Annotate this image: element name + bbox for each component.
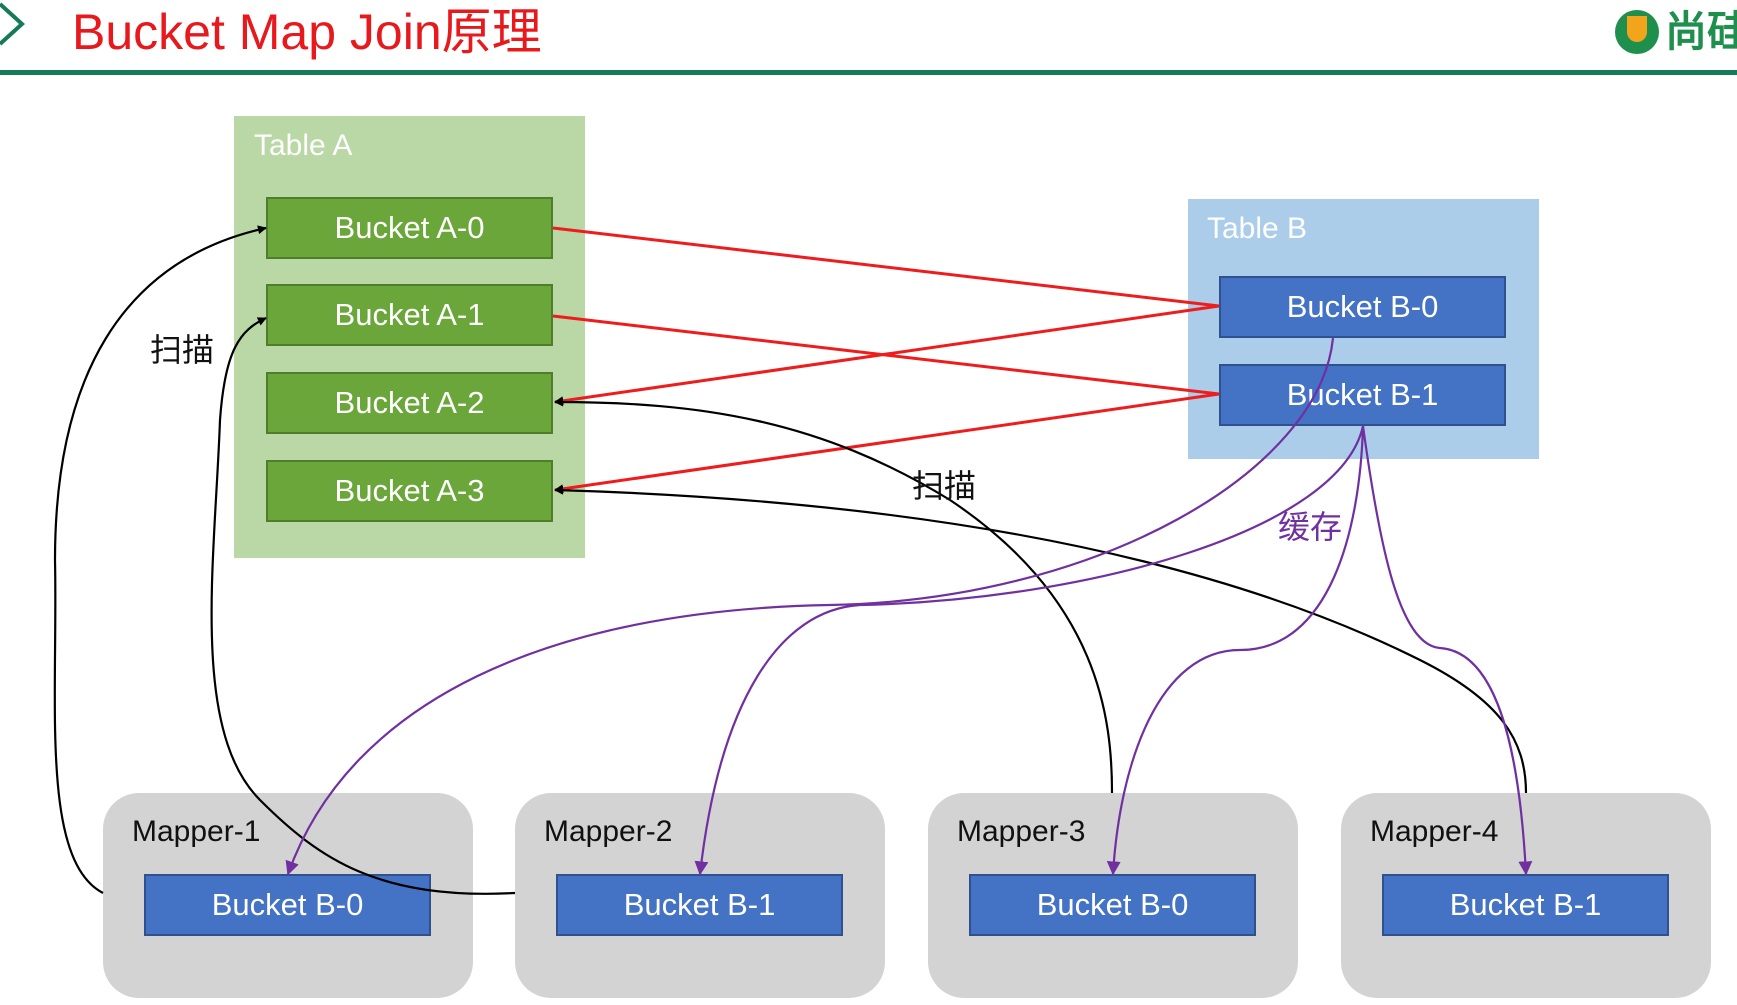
join-line-b1-a3	[554, 392, 1220, 494]
brand-logo: 尚硅谷	[1615, 6, 1737, 58]
logo-text: 尚硅谷	[1665, 8, 1737, 55]
table-b-label: Table B	[1207, 212, 1308, 245]
scan-line-mapper1-a0	[53, 225, 267, 894]
page-title: Bucket Map Join原理	[72, 4, 542, 60]
cache-line-b1-mapper2	[694, 425, 1365, 876]
cache-line-b0-mapper1	[285, 337, 1335, 876]
mapper-3-bucket: Bucket B-0	[969, 874, 1256, 936]
mapper-2-label: Mapper-2	[544, 815, 673, 848]
mapper-3-label: Mapper-3	[957, 815, 1086, 848]
bucket-a-3: Bucket A-3	[266, 460, 553, 522]
cache-label: 缓存	[1278, 509, 1343, 545]
header-rule	[0, 70, 1737, 75]
mapper-1-label: Mapper-1	[132, 815, 261, 848]
bucket-b-0: Bucket B-0	[1219, 276, 1506, 338]
chevron-right-icon	[0, 2, 25, 46]
logo-u-icon	[1615, 10, 1659, 54]
mapper-4-bucket: Bucket B-1	[1382, 874, 1669, 936]
scan-line-mapper3-a2	[554, 397, 1114, 794]
join-line-a0-b0	[552, 226, 1220, 308]
mapper-4-label: Mapper-4	[1370, 815, 1499, 848]
bucket-b-1: Bucket B-1	[1219, 364, 1506, 426]
table-a-label: Table A	[254, 129, 353, 162]
cache-line-b1-mapper4	[1361, 425, 1533, 876]
bucket-a-0: Bucket A-0	[266, 197, 553, 259]
scan-line-mapper2-a1	[210, 317, 516, 895]
scan-label-middle: 扫描	[912, 468, 977, 504]
bucket-a-1: Bucket A-1	[266, 284, 553, 346]
bucket-a-2: Bucket A-2	[266, 372, 553, 434]
join-line-a1-b1	[552, 314, 1220, 396]
cache-line-b1-mapper3	[1106, 425, 1365, 876]
scan-label-left: 扫描	[150, 332, 215, 368]
